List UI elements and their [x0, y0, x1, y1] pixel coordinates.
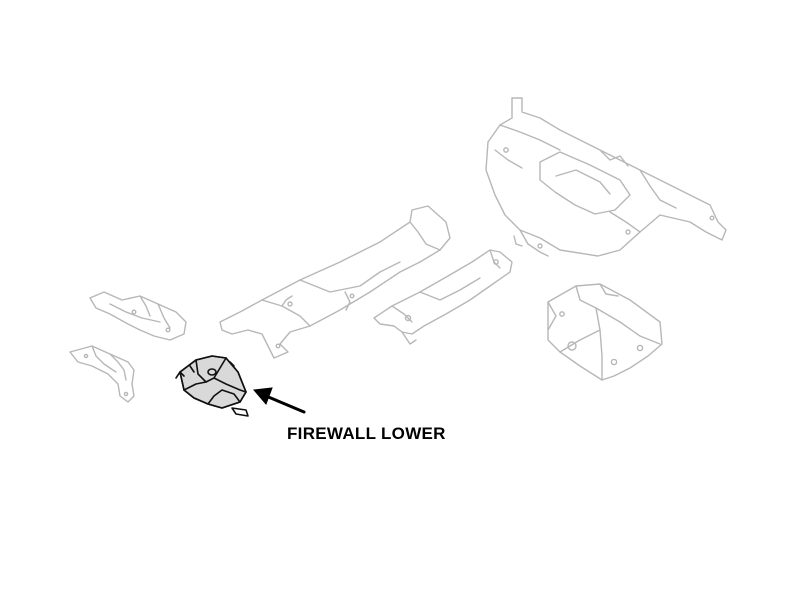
callout-arrow [253, 387, 306, 414]
part-long-side-rail [219, 205, 451, 359]
part-firewall-lower [175, 355, 249, 417]
part-small-upper-bracket [89, 291, 187, 341]
callout-label-firewall-lower: FIREWALL LOWER [287, 424, 446, 443]
part-box-bracket [547, 283, 663, 381]
part-upper-firewall-assembly [485, 97, 727, 257]
part-small-lower-bracket [69, 345, 135, 403]
part-short-side-bracket [373, 249, 513, 345]
